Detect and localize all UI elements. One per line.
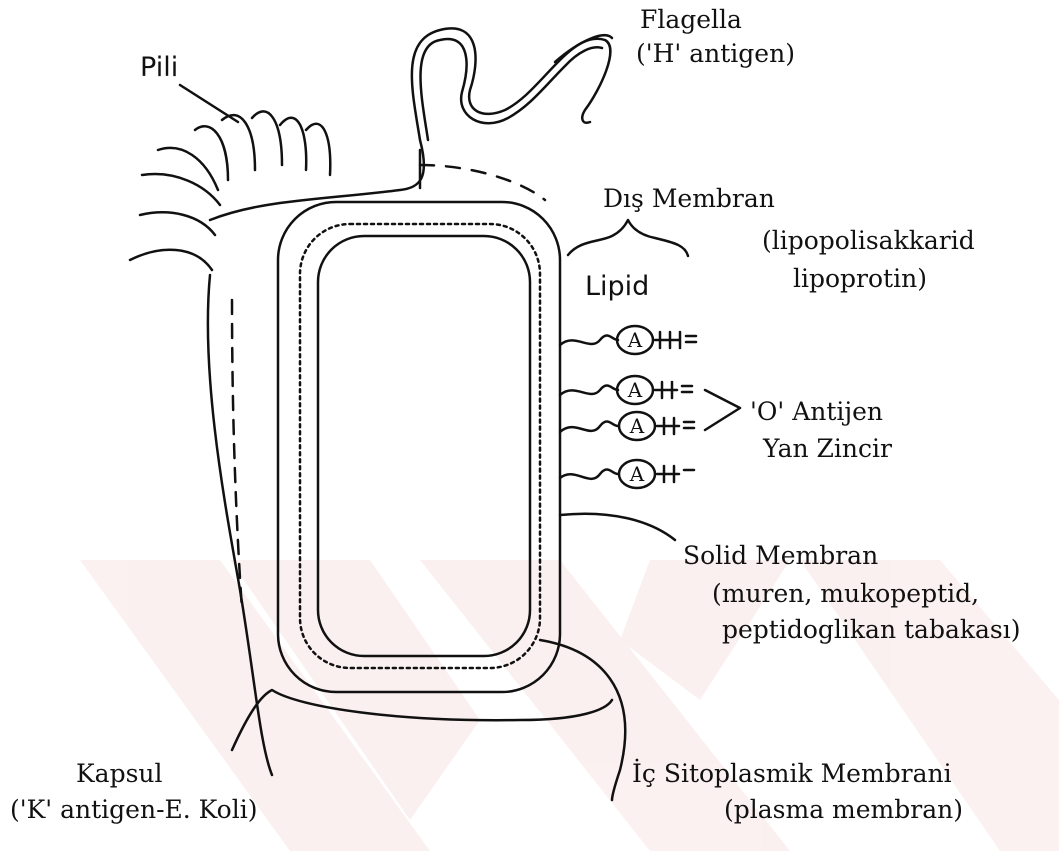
kapsul-label: Kapsul [76, 758, 163, 789]
lipopolisakkarid-label: (lipopolisakkarid [762, 225, 975, 256]
lipoprotin-label: lipoprotin) [793, 263, 927, 294]
plasma-membran-label: (plasma membran) [724, 794, 963, 825]
muren-label: (muren, mukopeptid, [712, 578, 979, 609]
pili [130, 111, 330, 270]
solid-membrane-pointer [560, 514, 675, 540]
pili-label: Pili [140, 52, 178, 83]
lipid-brace [568, 220, 688, 256]
flagellum-inner [421, 39, 603, 140]
pili-pointer [180, 85, 238, 122]
o-antijen-label: 'O' Antijen [750, 396, 883, 427]
peptidoglikan-label: peptidoglikan tabakası) [722, 614, 1021, 645]
ic-sitoplasmik-label: İç Sitoplasmik Membrani [632, 758, 952, 789]
flagella-antigen-label: ('H' antigen) [636, 38, 795, 69]
a-mark-4: A [624, 460, 650, 488]
flagella-label: Flagella [640, 4, 742, 35]
yan-zincir-label: Yan Zincir [763, 433, 892, 464]
outer-envelope-top [210, 28, 610, 220]
a-mark-3: A [624, 412, 650, 440]
a-mark-1: A [622, 326, 648, 354]
a-mark-2: A [622, 376, 648, 404]
kapsul-antigen-label: ('K' antigen-E. Koli) [10, 794, 257, 825]
lipid-label: Lipid [585, 271, 649, 302]
dis-membran-label: Dış Membran [603, 183, 775, 214]
envelope-dashed [420, 165, 545, 200]
solid-membran-label: Solid Membran [683, 540, 878, 571]
o-antigen-bracket [705, 390, 740, 430]
